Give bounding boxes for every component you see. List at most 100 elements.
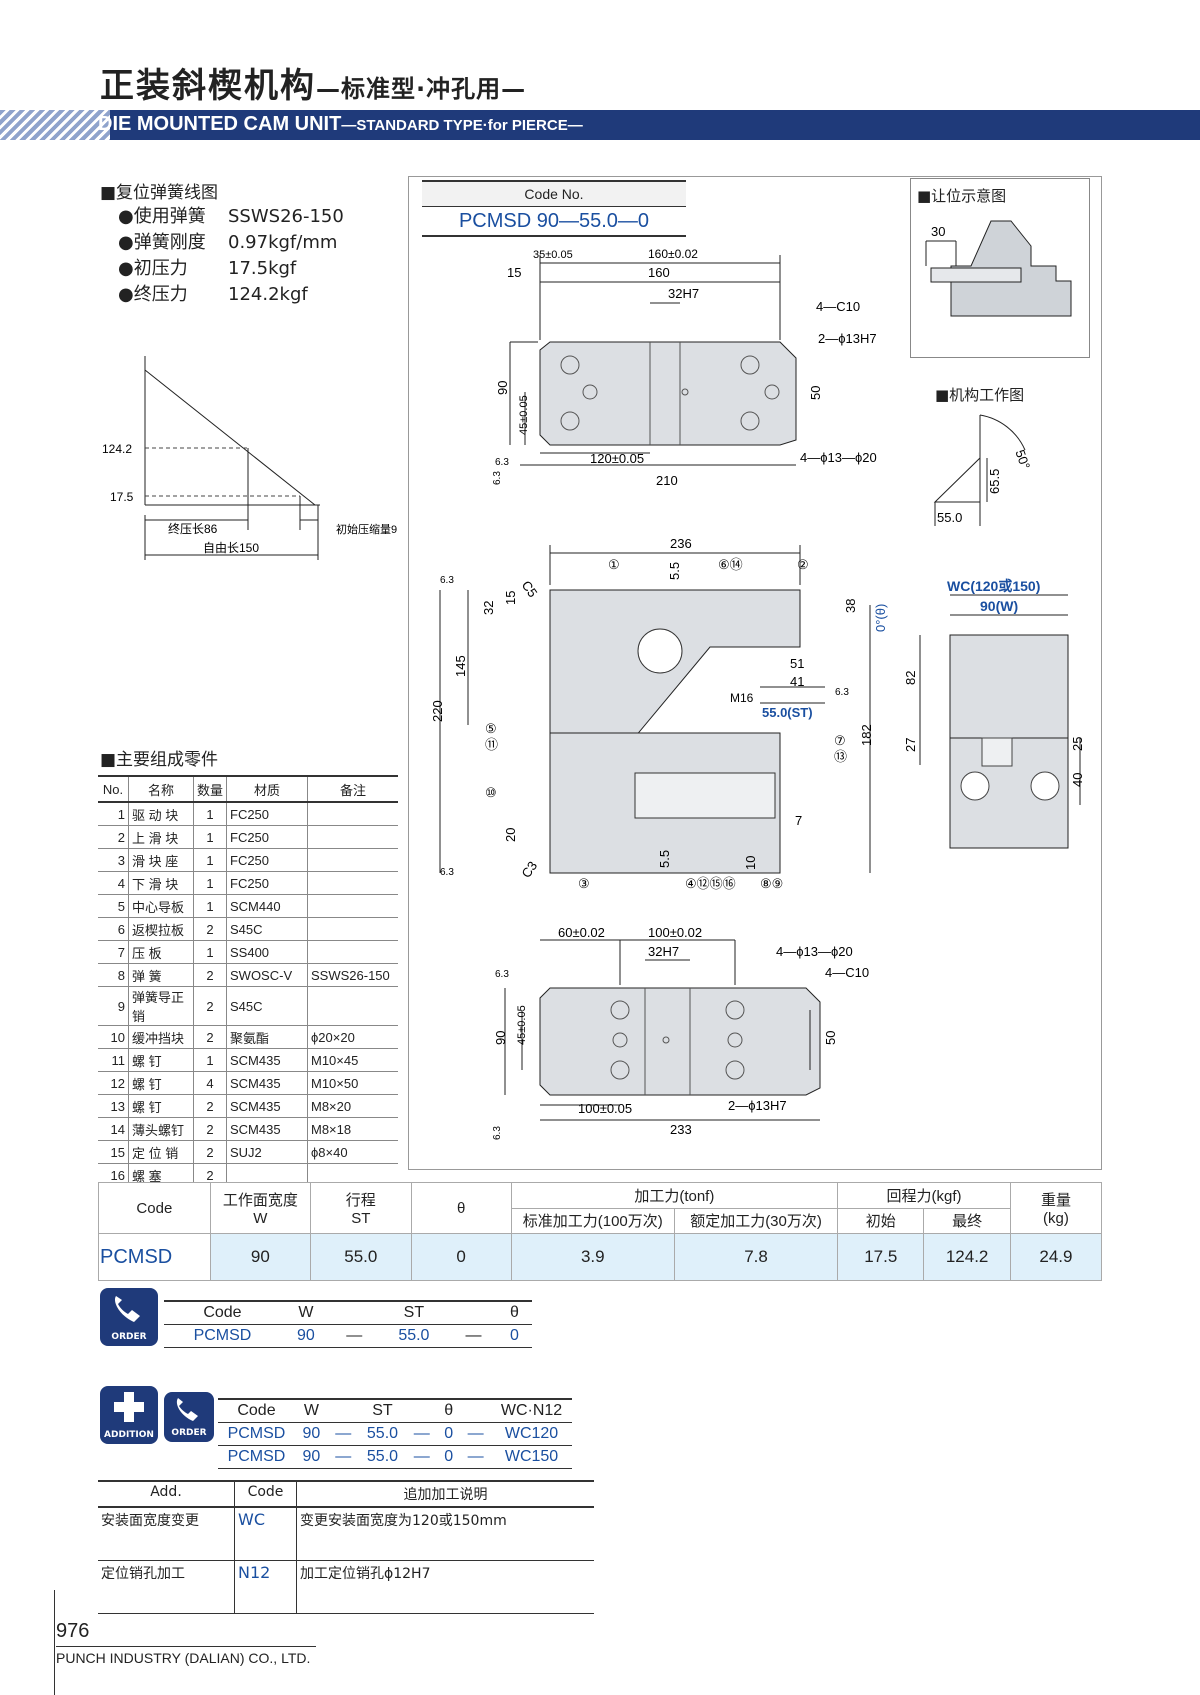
mechanism-diagram: 55.0 65.5 50° xyxy=(933,414,1033,526)
balloon-6-14: ⑥⑭ xyxy=(718,557,743,572)
part-no: 14 xyxy=(98,1117,129,1141)
part-remark xyxy=(307,825,398,849)
order-icon: ORDER xyxy=(100,1288,158,1346)
part-qty: 2 xyxy=(193,963,227,987)
spec-return-init: 17.5 xyxy=(837,1233,925,1281)
balloon-7: ⑦ xyxy=(834,733,846,748)
bottom-dim-1: 100±0.02 xyxy=(648,925,702,940)
part-qty: 1 xyxy=(193,1048,227,1072)
front-dim-17: C3 xyxy=(518,858,540,880)
addition-row: PCMSD 90 — 55.0 — 0 — WC120 xyxy=(218,1422,572,1446)
part-remark: M10×45 xyxy=(307,1048,398,1072)
front-dim-9: 220 xyxy=(430,700,445,722)
front-dim-19: 5.5 xyxy=(657,850,672,868)
add-th-code: Code xyxy=(234,1480,297,1508)
side-dim-w: 90(W) xyxy=(980,598,1018,614)
title-en-sub: —STANDARD TYPE·for PIERCE— xyxy=(341,117,583,134)
order-header-row: Code W ST θ xyxy=(164,1300,532,1325)
front-dim-0: 236 xyxy=(670,536,692,551)
add-item-desc: 加工定位销孔ϕ12H7 xyxy=(296,1560,594,1614)
spec-h-code: Code xyxy=(98,1182,211,1234)
add-h-code: Code xyxy=(218,1398,295,1423)
balloon-1: ① xyxy=(608,557,620,572)
add-wc: WC150 xyxy=(491,1445,572,1469)
add-theta: 0 xyxy=(437,1445,461,1469)
part-no: 12 xyxy=(98,1071,129,1095)
add-th-add: Add. xyxy=(98,1480,235,1508)
side-dim-25: 25 xyxy=(1070,737,1085,751)
spec-h-return: 回程力(kgf) xyxy=(837,1182,1011,1209)
y-label-final: 124.2 xyxy=(102,442,132,456)
additional-processing-table: Add. Code 追加加工说明 安装面宽度变更 WC 变更安装面宽度为120或… xyxy=(98,1480,594,1614)
clearance-dim: 30 xyxy=(931,224,945,239)
spec-h-theta: θ xyxy=(410,1182,512,1234)
spec-label: ●使用弹簧 xyxy=(118,206,206,227)
add-sep: — xyxy=(327,1445,359,1469)
part-name: 弹 簧 xyxy=(128,963,194,987)
addition-order-table: Code W ST θ WC·N12 PCMSD 90 — 55.0 — 0 —… xyxy=(218,1398,572,1469)
front-dim-14: 6.3 xyxy=(835,687,849,698)
front-view-drawing: 236 6.3 C5 15 32 5.5 38 0°(θ) 145 220 51… xyxy=(430,536,888,891)
spec-force-std: 3.9 xyxy=(510,1233,675,1281)
part-no: 9 xyxy=(98,986,129,1026)
part-qty: 2 xyxy=(193,1140,227,1164)
add-sep: — xyxy=(406,1445,438,1469)
part-material: S45C xyxy=(226,917,308,941)
part-material: FC250 xyxy=(226,825,308,849)
clearance-heading: ■让位示意图 xyxy=(917,187,1007,205)
add-h-theta: θ xyxy=(437,1398,461,1423)
spec-h-return-init: 初始 xyxy=(837,1207,925,1234)
footer-line xyxy=(56,1646,316,1647)
order-h-code: Code xyxy=(164,1300,281,1325)
parts-heading: ■主要组成零件 xyxy=(100,750,219,770)
add-th-desc: 追加加工说明 xyxy=(296,1480,594,1508)
code-no-value: PCMSD 90—55.0—0 xyxy=(422,207,686,237)
part-material: SUJ2 xyxy=(226,1140,308,1164)
order-h-theta: θ xyxy=(496,1300,532,1325)
order-sep: — xyxy=(450,1324,497,1348)
part-remark xyxy=(307,894,398,918)
add-item-code: WC xyxy=(234,1507,297,1561)
part-no: 6 xyxy=(98,917,129,941)
spec-value: SSWS26-150 xyxy=(228,206,344,227)
top-dim-14: 210 xyxy=(656,473,678,488)
part-qty: 2 xyxy=(193,1025,227,1049)
part-qty: 2 xyxy=(193,917,227,941)
front-dim-12: M16 xyxy=(730,691,754,705)
add-sep: — xyxy=(406,1422,438,1446)
part-remark: M10×50 xyxy=(307,1071,398,1095)
front-dim-16: 20 xyxy=(503,828,518,842)
add-item-code: N12 xyxy=(234,1560,297,1614)
part-no: 3 xyxy=(98,848,129,872)
phone-icon xyxy=(114,1296,140,1322)
part-name: 上 滑 块 xyxy=(128,825,194,849)
top-dim-0: 35±0.05 xyxy=(533,249,573,261)
part-name: 螺 钉 xyxy=(128,1048,194,1072)
top-dim-2: 15 xyxy=(507,265,521,280)
drawing-frame xyxy=(408,176,1102,1170)
addition-row: PCMSD 90 — 55.0 — 0 — WC150 xyxy=(218,1445,572,1469)
part-name: 压 板 xyxy=(128,940,194,964)
add-sep: — xyxy=(460,1422,492,1446)
spring-diagram: 124.2 17.5 终压长86 初始压缩量9 自由长150 xyxy=(102,356,397,560)
spec-return-final: 124.2 xyxy=(923,1233,1011,1281)
order-icon-text: ORDER xyxy=(111,1332,147,1342)
part-qty: 2 xyxy=(193,1094,227,1118)
order-h-w: W xyxy=(280,1300,331,1325)
col-remark: 备注 xyxy=(307,775,398,803)
balloon-2: ② xyxy=(797,557,809,572)
title-bar-stripes xyxy=(0,110,110,140)
part-name: 驱 动 块 xyxy=(128,802,194,826)
order-sep: — xyxy=(330,1324,378,1348)
add-table-row: 安装面宽度变更 WC 变更安装面宽度为120或150mm xyxy=(98,1507,594,1561)
front-dim-15: 182 xyxy=(859,724,874,746)
order-icon-small: ORDER xyxy=(164,1392,214,1442)
part-no: 15 xyxy=(98,1140,129,1164)
